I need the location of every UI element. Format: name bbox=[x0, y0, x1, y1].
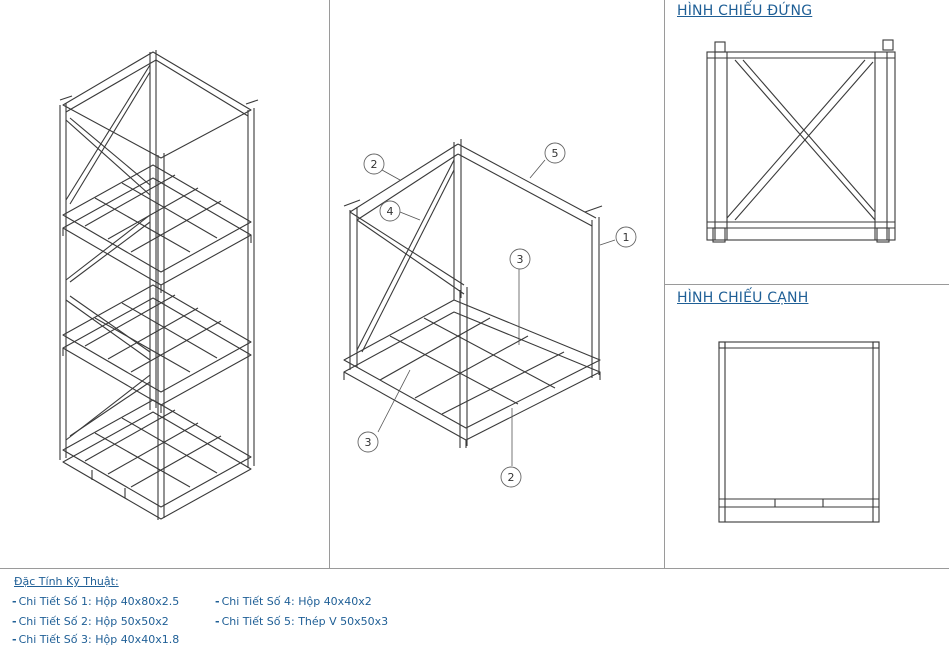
single-rack-drawing: 2 5 4 1 3 3 2 bbox=[343, 139, 637, 488]
stack-top-frame bbox=[59, 51, 259, 159]
side-view-panel: HÌNH CHIẾU CẠNH bbox=[665, 285, 949, 568]
stack-shelf-3 bbox=[62, 399, 252, 520]
callout-5: 3 bbox=[517, 253, 524, 266]
stacked-racks-drawing bbox=[59, 50, 259, 520]
spec-item: -Chi Tiết Số 1: Hộp 40x80x2.5 bbox=[12, 595, 180, 608]
specs-heading: Đặc Tính Kỹ Thuật: bbox=[14, 575, 119, 588]
callout-3: 4 bbox=[387, 205, 394, 218]
callout-1: 2 bbox=[371, 158, 378, 171]
spec-item: -Chi Tiết Số 4: Hộp 40x40x2 bbox=[215, 595, 372, 608]
side-view-title: HÌNH CHIẾU CẠNH bbox=[677, 290, 809, 306]
spec-item: -Chi Tiết Số 2: Hộp 50x50x2 bbox=[12, 615, 169, 628]
side-view-drawing bbox=[718, 341, 880, 523]
spec-item: -Chi Tiết Số 5: Thép V 50x50x3 bbox=[215, 615, 389, 628]
rack-posts bbox=[349, 139, 600, 448]
stack-shelf-1 bbox=[62, 164, 252, 293]
stack-posts bbox=[59, 50, 255, 520]
isometric-stack-view bbox=[0, 0, 330, 568]
front-view-drawing bbox=[706, 39, 896, 243]
stack-braces bbox=[65, 64, 151, 441]
front-view-panel: HÌNH CHIẾU ĐỨNG bbox=[665, 0, 949, 285]
callout-balloons bbox=[357, 142, 637, 488]
rack-brace bbox=[356, 159, 455, 353]
callout-2: 5 bbox=[552, 147, 559, 160]
callout-7: 2 bbox=[508, 471, 515, 484]
spec-item: -Chi Tiết Số 3: Hộp 40x40x1.8 bbox=[12, 633, 180, 646]
rack-base bbox=[343, 299, 601, 448]
technical-specs: Đặc Tính Kỹ Thuật: -Chi Tiết Số 1: Hộp 4… bbox=[0, 568, 949, 655]
callout-leaders bbox=[377, 159, 616, 466]
front-view-title: HÌNH CHIẾU ĐỨNG bbox=[677, 3, 813, 19]
isometric-detail-view: 2 5 4 1 3 3 2 bbox=[330, 0, 665, 568]
callout-4: 1 bbox=[623, 231, 630, 244]
stack-shelf-2 bbox=[62, 284, 252, 413]
callout-numbers: 2 5 4 1 3 3 2 bbox=[365, 147, 630, 484]
callout-6: 3 bbox=[365, 436, 372, 449]
